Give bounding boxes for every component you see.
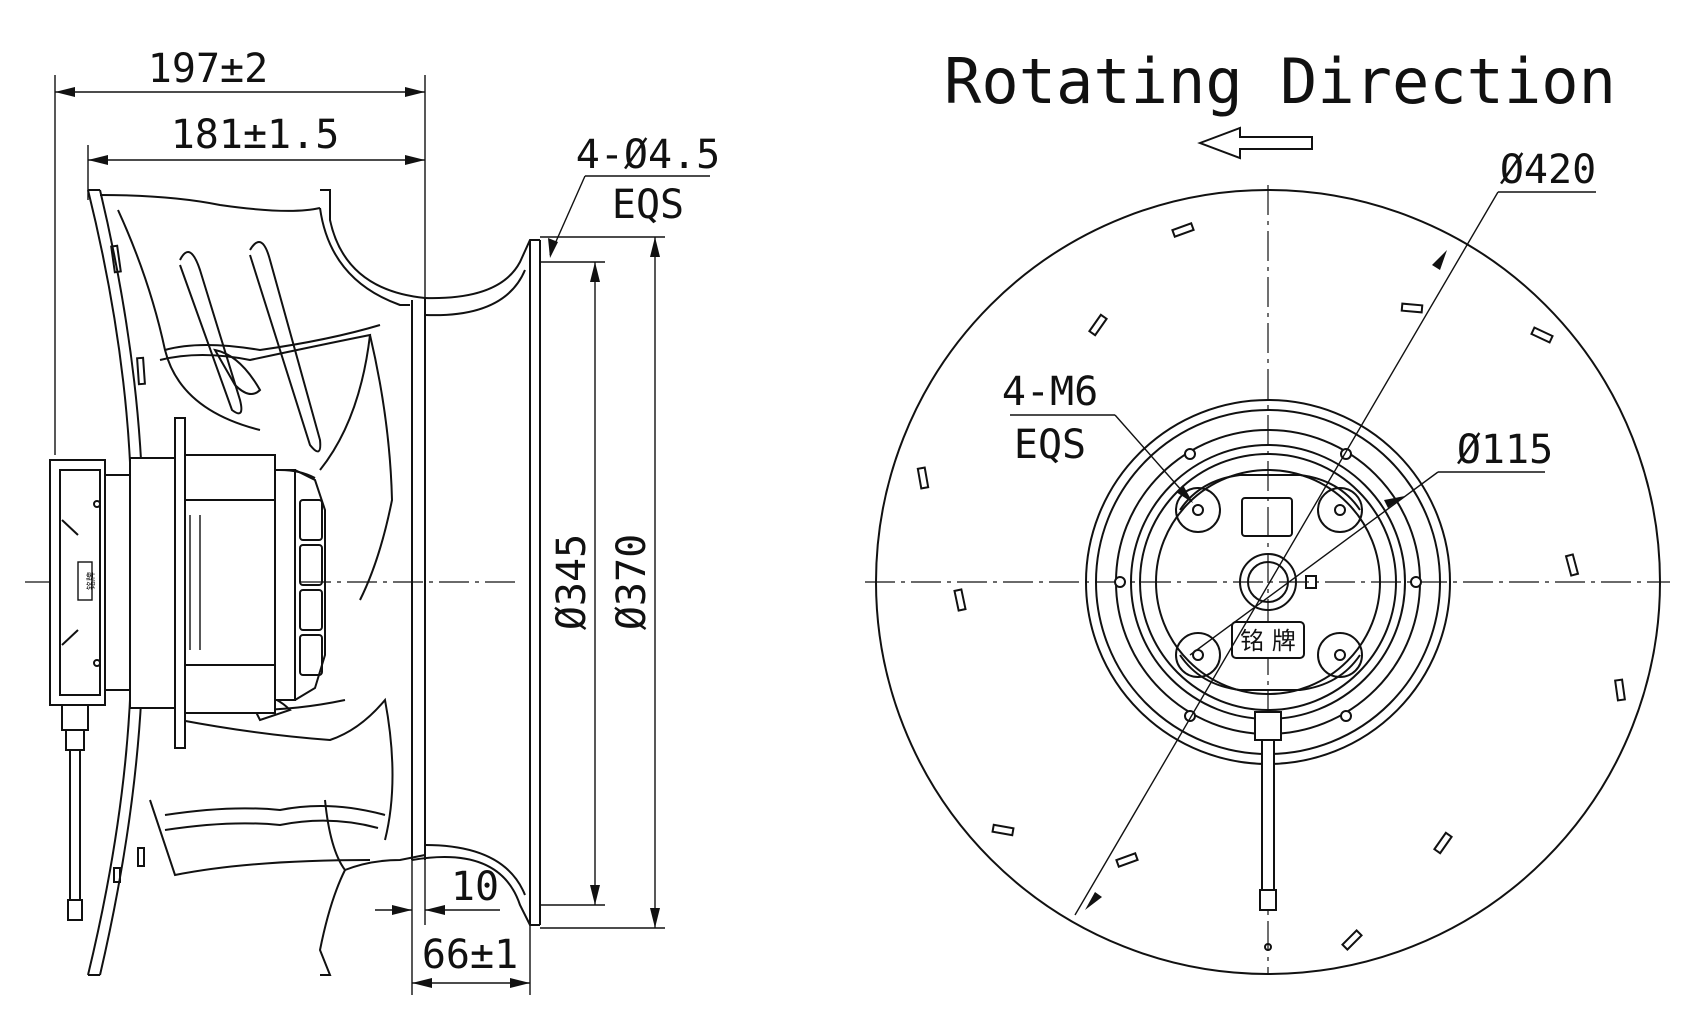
dim-impeller-length: 181±1.5	[87, 112, 425, 200]
dim-inlet-outer-text: Ø370	[609, 534, 655, 630]
impeller-blades-upper	[99, 189, 426, 601]
dim-overall-length: 197±2	[54, 46, 426, 455]
dim-thread-text: 4-M6	[1002, 369, 1098, 415]
dim-flange-text: 10	[451, 864, 499, 910]
motor-body	[129, 417, 326, 749]
dim-thread-spacing-text: EQS	[1014, 422, 1086, 468]
arrow-left-outline-icon	[1197, 126, 1313, 160]
motor-nameplate-label: 铭牌	[85, 572, 97, 590]
dim-inlet-diameters: Ø345 Ø370	[540, 236, 665, 929]
dim-holes-text: 4-Ø4.5	[576, 132, 721, 178]
dim-wheel-leader: Ø420	[1074, 147, 1596, 916]
dim-wheel-text: Ø420	[1500, 147, 1596, 193]
rotating-direction-title: Rotating Direction	[944, 45, 1616, 118]
dim-bottom: 10 66±1	[375, 860, 531, 995]
motor-end-cap: 铭牌	[49, 459, 131, 706]
impeller-blades-lower	[113, 695, 426, 976]
nameplate: 铭 牌	[1231, 621, 1305, 659]
dim-impeller-length-text: 181±1.5	[171, 112, 340, 158]
motor-ring-inner	[1139, 453, 1397, 711]
dim-holes-spacing-text: EQS	[612, 182, 684, 228]
motor-cable	[61, 704, 89, 921]
dim-overall-length-text: 197±2	[148, 46, 268, 92]
dim-holes-leader: 4-Ø4.5 EQS	[548, 132, 720, 258]
blade-slots	[916, 222, 1626, 951]
dim-inlet-inner-text: Ø345	[549, 534, 595, 630]
dim-inlet-depth-text: 66±1	[422, 932, 518, 978]
dim-hub-leader: Ø115	[1189, 427, 1553, 656]
nameplate-text: 铭 牌	[1240, 627, 1296, 655]
front-view: Rotating Direction	[865, 45, 1670, 975]
inlet-ring	[411, 239, 541, 926]
front-cable	[1254, 711, 1282, 951]
dim-hub-text: Ø115	[1457, 427, 1553, 473]
dim-thread-leader: 4-M6 EQS	[1002, 369, 1193, 503]
impeller-outer-circle	[875, 189, 1661, 975]
side-view: 197±2 181±1.5	[25, 46, 720, 995]
motor-ring-core	[1155, 469, 1381, 695]
